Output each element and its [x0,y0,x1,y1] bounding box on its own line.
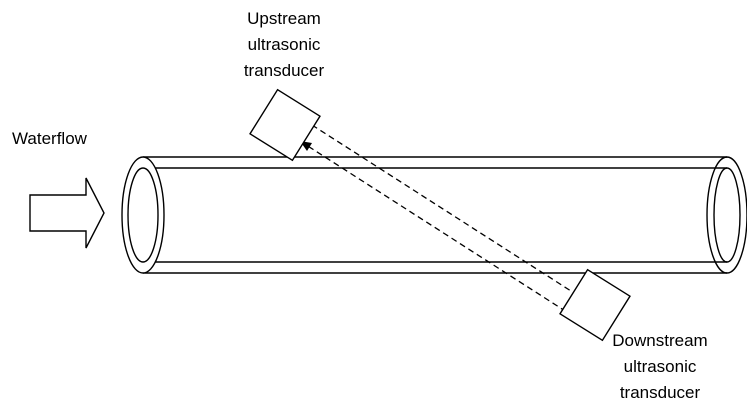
signal-path-down [311,124,586,301]
upstream-label-line-3: transducer [243,61,325,80]
downstream-label-line-2: ultrasonic [623,357,697,376]
downstream-transducer [559,268,631,342]
signal-path-up [299,140,574,317]
signal-paths [299,124,586,317]
upstream-transducer-label: Upstream ultrasonic transducer [226,6,342,84]
flow-arrow [29,177,105,249]
upstream-label-line-2: ultrasonic [247,35,321,54]
upstream-label-line-1: Upstream [247,9,321,28]
pipe [121,156,747,274]
waterflow-label: Waterflow [12,129,87,148]
pipe-left-end-inner [127,167,159,263]
pipe-right-end-inner [713,167,741,263]
pipe-right-end-outer [706,156,747,274]
pipe-left-end-outer [121,156,165,274]
downstream-label-line-3: transducer [619,383,701,402]
downstream-transducer-label: Downstream ultrasonic transducer [600,328,720,406]
upstream-transducer [249,88,321,162]
downstream-label-line-1: Downstream [612,331,708,350]
